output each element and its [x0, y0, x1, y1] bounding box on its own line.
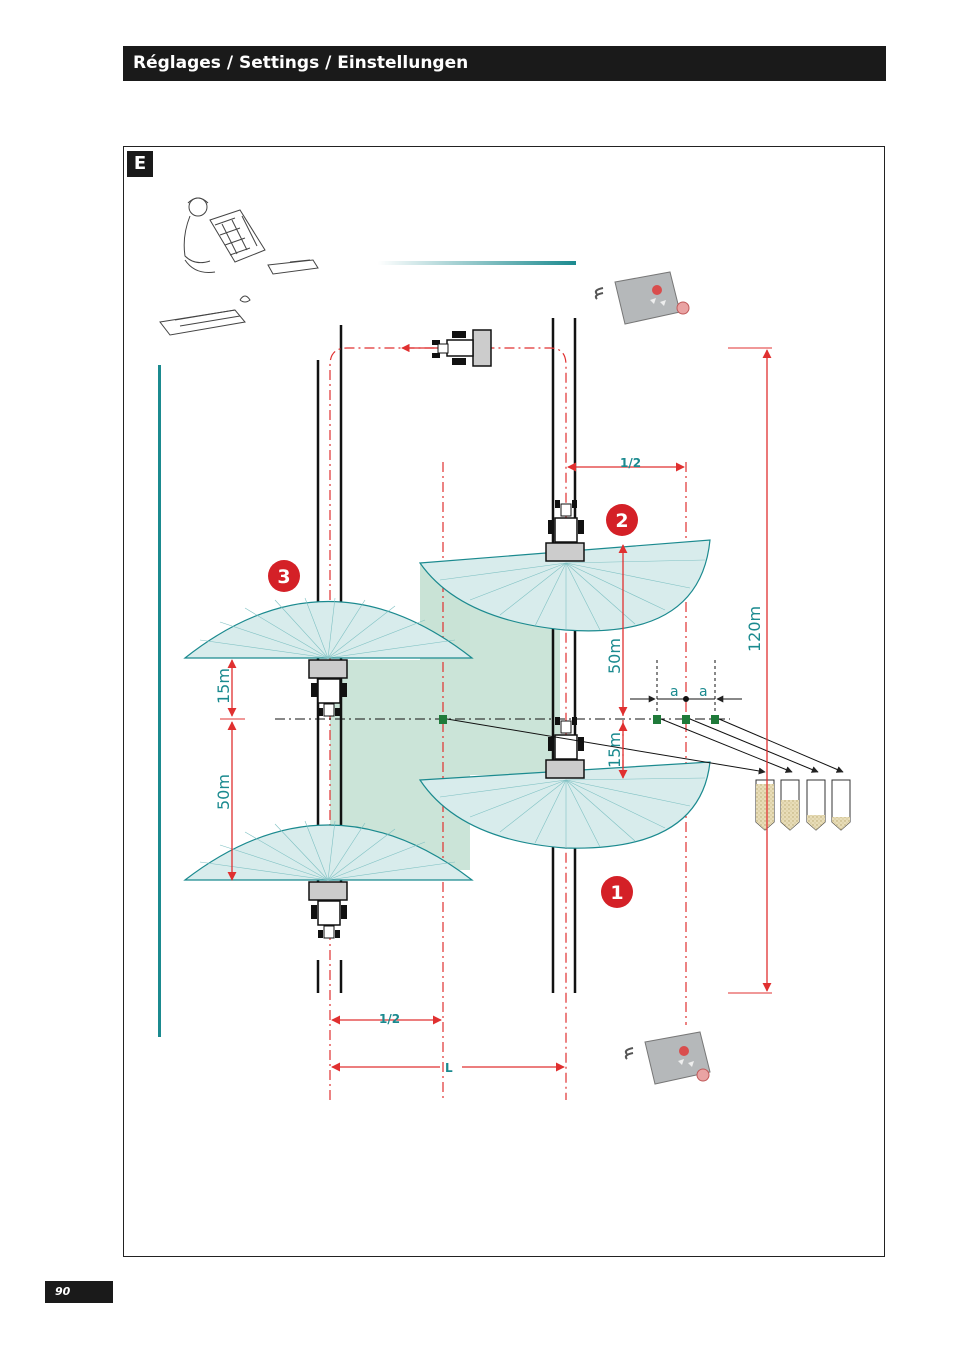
label-a-right: a: [699, 684, 708, 700]
spread-fan-3: [183, 597, 474, 659]
label-50m-left: 50m: [214, 774, 233, 810]
label-half-bottom: 1/2: [379, 1012, 400, 1026]
section-badge: E: [127, 151, 153, 177]
marker-1: 1: [601, 876, 633, 908]
test-tubes: [755, 779, 851, 831]
marker-1-number: 1: [610, 882, 623, 904]
farmer-illustration: [159, 197, 319, 336]
header-title: Réglages / Settings / Einstellungen: [133, 53, 469, 73]
spread-fan-lower-left: [183, 820, 474, 881]
label-50m-right: 50m: [605, 638, 624, 674]
control-box-top: [594, 271, 690, 325]
marker-2: 2: [606, 504, 638, 536]
label-half-top: 1/2: [620, 456, 641, 470]
header-bar: Réglages / Settings / Einstellungen: [123, 46, 886, 81]
accent-vertical: [158, 365, 161, 1037]
spread-fan-1: [418, 761, 711, 849]
tractor-lower-left: [308, 881, 348, 939]
tramlines: [316, 318, 577, 993]
marker-2-number: 2: [615, 510, 628, 532]
accent-rule: [378, 261, 576, 265]
figure-frame: [123, 146, 885, 1257]
label-120m: 120m: [745, 606, 764, 652]
marker-3: 3: [268, 560, 300, 592]
tractor-1: [545, 717, 585, 779]
page-number: 90: [45, 1281, 113, 1303]
label-15m-right: 15m: [605, 732, 624, 768]
label-a-left: a: [670, 684, 679, 700]
marker-3-number: 3: [277, 566, 290, 588]
collection-trays: [439, 715, 719, 724]
dimension-lines: [220, 347, 772, 1072]
tractor-headland: [432, 329, 492, 367]
control-box-bottom: [624, 1031, 711, 1085]
spread-fan-2: [418, 539, 711, 632]
tractor-3: [308, 659, 348, 717]
tractor-2: [545, 500, 585, 562]
label-width: L: [445, 1061, 453, 1075]
spacing-dimension: [630, 660, 742, 712]
label-15m-left: 15m: [214, 668, 233, 704]
